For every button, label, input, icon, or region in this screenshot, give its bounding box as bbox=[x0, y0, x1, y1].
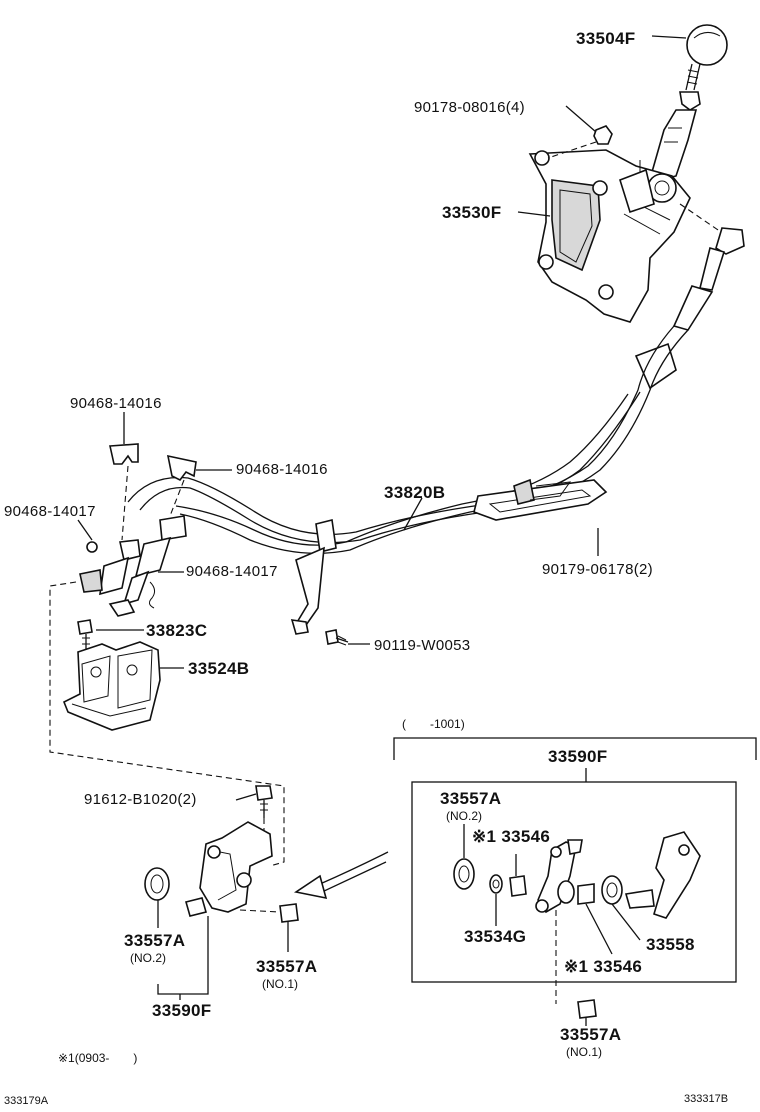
shift-lever-housing bbox=[528, 149, 691, 323]
label-nut-lower: 90179-06178(2) bbox=[542, 561, 653, 578]
lever-assy-left bbox=[185, 821, 273, 917]
label-collar-left-note: (NO.1) bbox=[262, 977, 298, 991]
cable-clamp bbox=[290, 519, 337, 635]
label-box-collar: 33557A bbox=[560, 1025, 621, 1044]
box-ring-2 bbox=[557, 880, 595, 905]
bracket-33524B bbox=[62, 641, 161, 731]
bolt-33823C bbox=[77, 619, 93, 650]
clip-90468-14017-a bbox=[86, 541, 98, 553]
label-box-collar-note: (NO.1) bbox=[566, 1045, 602, 1059]
label-clip-a: 90468-14016 bbox=[70, 395, 162, 412]
shift-knob bbox=[685, 24, 728, 91]
label-box-washer: 33534G bbox=[464, 927, 526, 946]
clip-90468-14017-b bbox=[148, 581, 156, 609]
label-box-bushing-note: (NO.2) bbox=[446, 809, 482, 823]
label-clip-b: 90468-14016 bbox=[236, 461, 328, 478]
nut-90178 bbox=[547, 125, 725, 235]
box-ring-1 bbox=[509, 875, 527, 897]
label-lever-assy-left: 33590F bbox=[152, 1001, 211, 1020]
label-box-ring-2: ※1 33546 bbox=[564, 957, 642, 976]
label-figure-id-left: 333179A bbox=[4, 1095, 49, 1107]
box-shift-arm bbox=[624, 831, 701, 919]
shift-cable-33820B bbox=[127, 325, 689, 554]
bushing-33557A-left bbox=[144, 867, 170, 901]
label-bolt-bracket: 33823C bbox=[146, 621, 207, 640]
cable-floor-plate bbox=[473, 478, 608, 521]
label-bracket: 33524B bbox=[188, 659, 249, 678]
label-nut-upper: 90178-08016(4) bbox=[414, 99, 525, 116]
bolt-91612 bbox=[255, 785, 273, 818]
label-bolt-clamp: 90119-W0053 bbox=[374, 637, 470, 654]
bolt-90119 bbox=[325, 629, 349, 646]
box-collar bbox=[577, 999, 597, 1019]
label-box-bushing: 33557A bbox=[440, 789, 501, 808]
cable-ends bbox=[79, 515, 187, 617]
label-figure-id-right: 333317B bbox=[684, 1093, 728, 1105]
detail-box bbox=[411, 781, 737, 983]
label-lever-assy-box: 33590F bbox=[548, 747, 607, 766]
box-lever bbox=[535, 839, 583, 914]
shift-lever bbox=[651, 91, 701, 181]
cable-end-connector bbox=[672, 227, 745, 331]
period-bracket bbox=[393, 737, 757, 760]
box-bushing bbox=[453, 858, 475, 890]
box-washer bbox=[489, 874, 503, 894]
label-cable: 33820B bbox=[384, 483, 445, 502]
clip-90468-14016-b bbox=[166, 454, 197, 482]
label-box-spring: 33558 bbox=[646, 935, 695, 954]
label-clip-d: 90468-14017 bbox=[186, 563, 278, 580]
reference-arrow bbox=[293, 851, 389, 900]
label-footnote: ※1(0903- ) bbox=[58, 1051, 137, 1065]
label-period: ( -1001) bbox=[402, 717, 465, 731]
label-clip-c: 90468-14017 bbox=[4, 503, 96, 520]
box-spring bbox=[601, 875, 623, 905]
label-bushing-left-note: (NO.2) bbox=[130, 951, 166, 965]
label-bolt-lever: 91612-B1020(2) bbox=[84, 791, 197, 808]
collar-33557A-left bbox=[239, 903, 299, 923]
clip-90468-14016-a bbox=[109, 443, 139, 465]
label-knob: 33504F bbox=[576, 29, 635, 48]
label-shift-assy: 33530F bbox=[442, 203, 501, 222]
label-collar-left: 33557A bbox=[256, 957, 317, 976]
label-box-ring-1: ※1 33546 bbox=[472, 827, 550, 846]
label-bushing-left: 33557A bbox=[124, 931, 185, 950]
